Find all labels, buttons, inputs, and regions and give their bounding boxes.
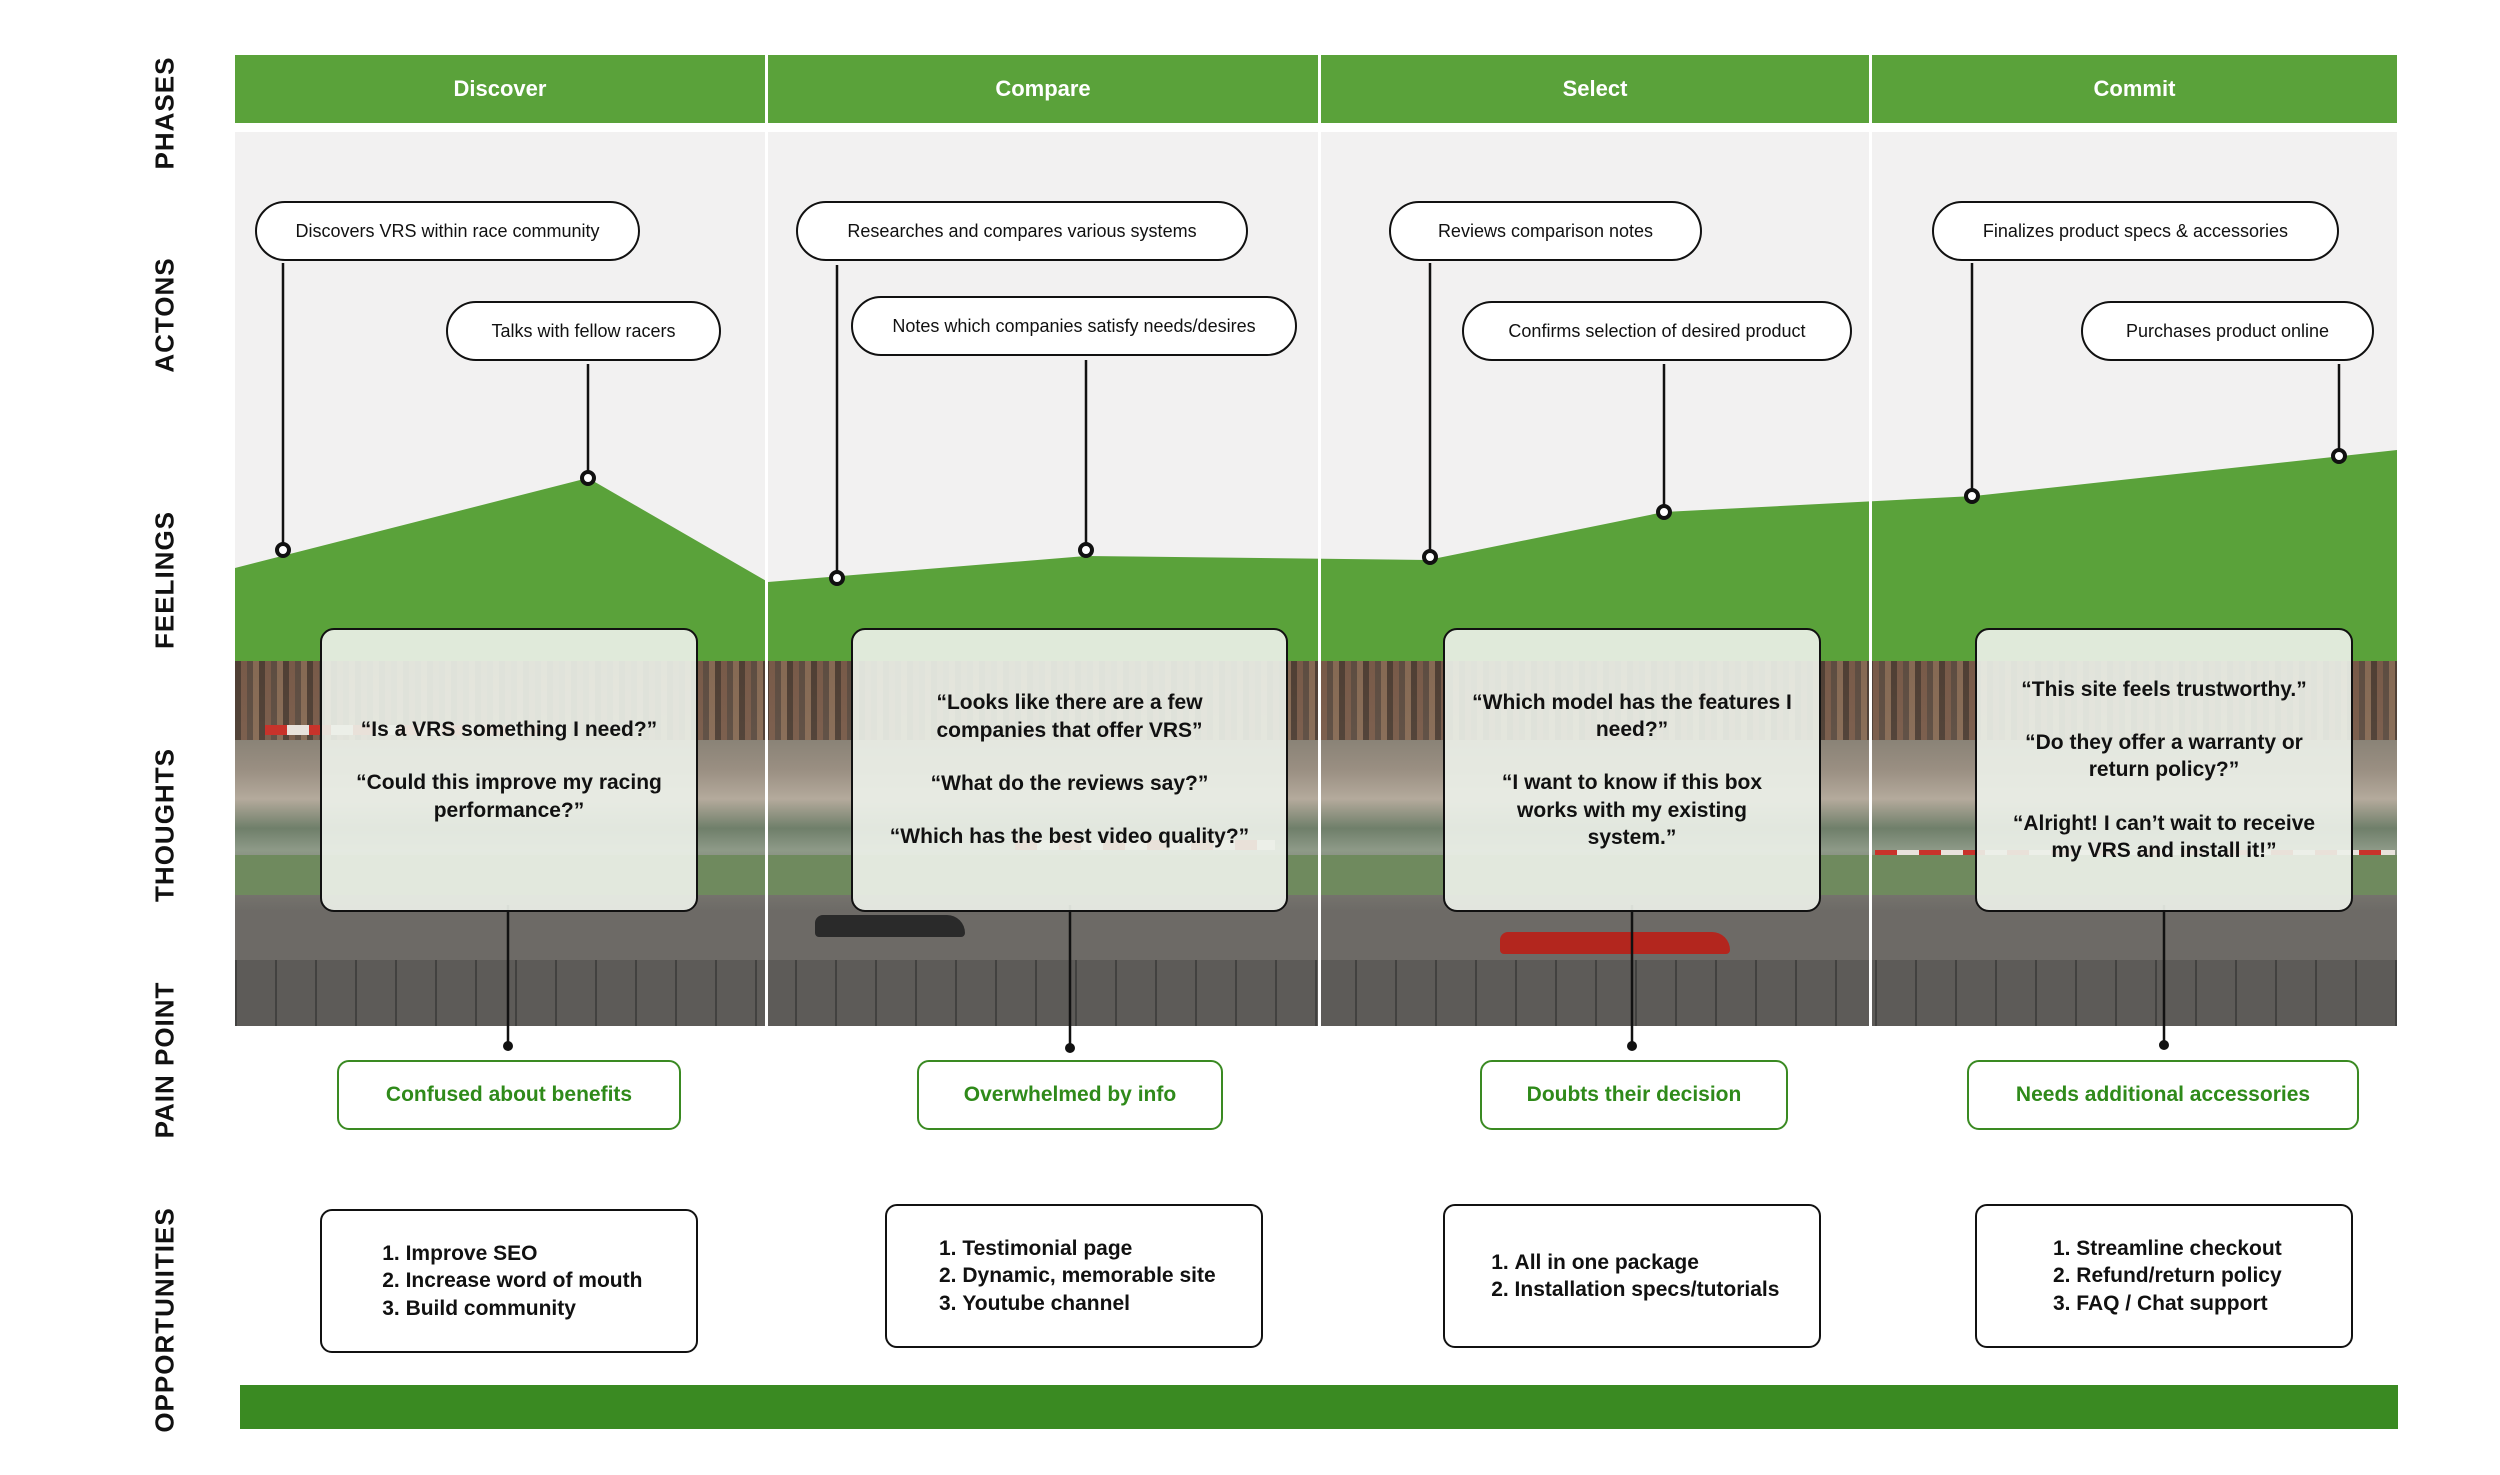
opportunities-compare: Testimonial page Dynamic, memorable site… bbox=[885, 1204, 1263, 1348]
feeling-point bbox=[275, 542, 291, 558]
column-divider bbox=[765, 55, 768, 1027]
action-pill: Discovers VRS within race community bbox=[255, 201, 640, 261]
feeling-point bbox=[1656, 504, 1672, 520]
thought-text: “Which has the best video quality?” bbox=[889, 825, 1250, 849]
thought-card-select: “Which model has the features I need?” “… bbox=[1443, 628, 1821, 912]
phase-commit: Commit bbox=[1872, 55, 2397, 123]
opportunity-item: Build community bbox=[406, 1295, 643, 1322]
phase-discover: Discover bbox=[235, 55, 765, 123]
feeling-point bbox=[2331, 448, 2347, 464]
column-divider bbox=[1869, 55, 1872, 1027]
thought-text: “What do the reviews say?” bbox=[930, 772, 1209, 795]
thought-text: “Do they offer a warranty or return poli… bbox=[2025, 731, 2303, 782]
thought-text: “Alright! I can’t wait to receive my VRS… bbox=[2012, 811, 2316, 862]
thought-card-discover: “Is a VRS something I need?” “Could this… bbox=[320, 628, 698, 912]
column-divider bbox=[1318, 55, 1321, 1027]
opportunity-item: Installation specs/tutorials bbox=[1515, 1276, 1780, 1303]
opportunity-item: FAQ / Chat support bbox=[2076, 1290, 2281, 1317]
opportunities-discover: Improve SEO Increase word of mouth Build… bbox=[320, 1209, 698, 1353]
thought-text: “Could this improve my racing performanc… bbox=[356, 771, 662, 822]
action-pill: Purchases product online bbox=[2081, 301, 2374, 361]
opportunity-item: Streamline checkout bbox=[2076, 1235, 2281, 1262]
footer-bar bbox=[240, 1385, 2398, 1429]
action-pill: Talks with fellow racers bbox=[446, 301, 721, 361]
action-pill: Confirms selection of desired product bbox=[1462, 301, 1852, 361]
action-pill: Notes which companies satisfy needs/desi… bbox=[851, 296, 1297, 356]
feeling-point bbox=[829, 570, 845, 586]
feeling-point bbox=[1422, 549, 1438, 565]
feeling-point bbox=[1964, 488, 1980, 504]
opportunity-item: Refund/return policy bbox=[2076, 1262, 2281, 1289]
action-pill: Researches and compares various systems bbox=[796, 201, 1248, 261]
feelings-area bbox=[235, 450, 2397, 661]
opportunity-item: Improve SEO bbox=[406, 1240, 643, 1267]
thought-text: “Looks like there are a few companies th… bbox=[936, 691, 1203, 742]
pain-point-select: Doubts their decision bbox=[1480, 1060, 1788, 1130]
opportunity-item: All in one package bbox=[1515, 1249, 1780, 1276]
thought-card-compare: “Looks like there are a few companies th… bbox=[851, 628, 1288, 912]
phase-select: Select bbox=[1321, 55, 1869, 123]
pain-point-compare: Overwhelmed by info bbox=[917, 1060, 1223, 1130]
opportunity-item: Increase word of mouth bbox=[406, 1267, 643, 1294]
feeling-point bbox=[580, 470, 596, 486]
thought-text: “Is a VRS something I need?” bbox=[360, 718, 658, 742]
pain-point-discover: Confused about benefits bbox=[337, 1060, 681, 1130]
thought-text: “Which model has the features I need?” bbox=[1472, 690, 1792, 742]
opportunity-item: Testimonial page bbox=[962, 1235, 1215, 1262]
action-pill: Finalizes product specs & accessories bbox=[1932, 201, 2339, 261]
pain-point-commit: Needs additional accessories bbox=[1967, 1060, 2359, 1130]
thought-text: “I want to know if this box works with m… bbox=[1501, 771, 1763, 849]
thought-card-commit: “This site feels trustworthy.” “Do they … bbox=[1975, 628, 2353, 912]
feeling-point bbox=[1078, 542, 1094, 558]
phase-compare: Compare bbox=[768, 55, 1318, 123]
opportunity-item: Youtube channel bbox=[962, 1290, 1215, 1317]
opportunity-item: Dynamic, memorable site bbox=[962, 1262, 1215, 1289]
opportunities-select: All in one package Installation specs/tu… bbox=[1443, 1204, 1821, 1348]
opportunities-commit: Streamline checkout Refund/return policy… bbox=[1975, 1204, 2353, 1348]
thought-text: “This site feels trustworthy.” bbox=[2021, 677, 2307, 701]
action-pill: Reviews comparison notes bbox=[1389, 201, 1702, 261]
